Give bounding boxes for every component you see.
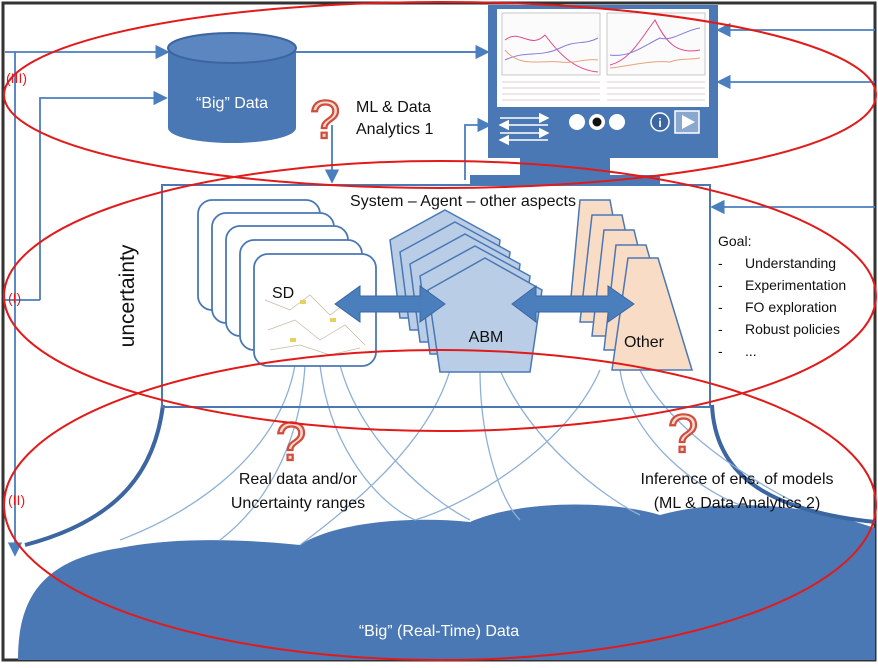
abm-label: ABM bbox=[469, 329, 504, 346]
level-i-ellipse bbox=[3, 160, 877, 432]
realtime-data-label: “Big” (Real-Time) Data bbox=[359, 623, 519, 640]
goal-item: Robust policies bbox=[745, 321, 840, 337]
level-ellipses bbox=[3, 1, 877, 661]
goal-item: FO exploration bbox=[745, 299, 837, 315]
system-agent-label: System – Agent – other aspects bbox=[350, 193, 576, 210]
level-i-label: (I) bbox=[8, 290, 21, 306]
ml-analytics-1-line1: ML & Data bbox=[356, 99, 431, 116]
question-mark-icon: ? bbox=[310, 90, 340, 150]
inference-line2: (ML & Data Analytics 2) bbox=[654, 495, 821, 512]
uncertainty-label: uncertainty bbox=[116, 244, 139, 347]
other-model-stack: Other bbox=[569, 199, 694, 371]
svg-text:-: - bbox=[718, 277, 723, 293]
abm-other-double-arrow bbox=[511, 285, 635, 323]
real-data-line1: Real data and/or bbox=[239, 471, 358, 488]
level-iii-ellipse bbox=[3, 1, 877, 189]
model-data-lines bbox=[119, 364, 801, 546]
level-ii-label: (II) bbox=[8, 492, 25, 508]
funnel-left-curve bbox=[24, 404, 165, 547]
question-mark-icon: ? bbox=[668, 404, 698, 464]
svg-text:-: - bbox=[718, 343, 723, 359]
svg-text:-: - bbox=[718, 299, 723, 315]
system-box bbox=[161, 184, 711, 408]
real-data-line2: Uncertainty ranges bbox=[231, 495, 365, 512]
svg-text:-: - bbox=[718, 255, 723, 271]
abm-model-stack: ABM bbox=[389, 209, 543, 373]
svg-text:i: i bbox=[658, 116, 661, 130]
inference-line1: Inference of ens. of models bbox=[641, 471, 834, 488]
sd-abm-double-arrow bbox=[334, 285, 446, 323]
goal-item: ... bbox=[745, 343, 757, 359]
goal-item: Experimentation bbox=[745, 277, 846, 293]
monitor-icon: i bbox=[470, 5, 718, 185]
goal-title: Goal: bbox=[718, 233, 751, 249]
sd-label: SD bbox=[272, 285, 294, 302]
big-data-cylinder: “Big” Data bbox=[167, 32, 297, 143]
level-ii-ellipse bbox=[3, 349, 877, 661]
ml-analytics-1-line2: Analytics 1 bbox=[356, 121, 433, 138]
realtime-data-cloud bbox=[18, 504, 875, 660]
funnel-right-curve bbox=[710, 404, 876, 524]
level-iii-label: (III) bbox=[6, 70, 27, 86]
sd-model-stack: SD bbox=[197, 199, 377, 367]
goal-item: Understanding bbox=[745, 255, 836, 271]
svg-text:-: - bbox=[718, 321, 723, 337]
big-data-label: “Big” Data bbox=[196, 95, 268, 112]
other-label: Other bbox=[624, 334, 665, 351]
goal-list: Goal: - Understanding - Experimentation … bbox=[718, 233, 846, 359]
